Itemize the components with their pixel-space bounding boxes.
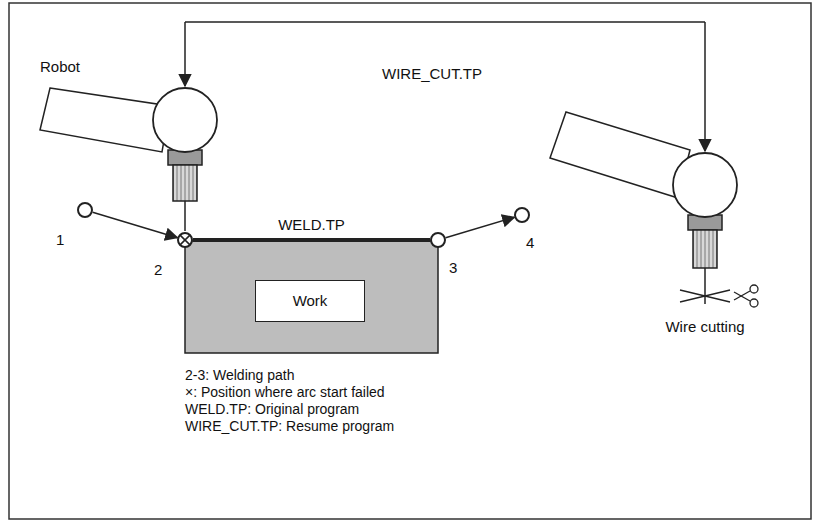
welding-wire bbox=[704, 268, 706, 304]
path-point: 4 bbox=[514, 207, 530, 223]
robot-arm bbox=[40, 88, 170, 152]
box-label: Work bbox=[293, 292, 328, 310]
part-label: WIRE_CUT.TP bbox=[382, 65, 482, 83]
point-marker bbox=[177, 232, 193, 248]
scissors-symbol bbox=[734, 291, 750, 300]
callout-number: 3 bbox=[449, 259, 457, 277]
robot-arm bbox=[550, 112, 690, 198]
point-circle bbox=[78, 203, 92, 217]
path-point: 3 bbox=[430, 232, 446, 248]
welding-torch bbox=[693, 230, 717, 268]
scissors-symbol bbox=[750, 299, 758, 307]
transfer-line bbox=[704, 22, 706, 151]
frame bbox=[9, 3, 811, 519]
work-box: Work bbox=[255, 280, 365, 322]
note-text: ×: Position where arc start failed bbox=[185, 384, 385, 401]
point-circle bbox=[178, 233, 192, 247]
callout-number: 4 bbox=[526, 234, 534, 252]
point-marker bbox=[514, 207, 530, 223]
point-marker bbox=[430, 232, 446, 248]
callout-number: 2 bbox=[154, 261, 162, 279]
part-label: Wire cutting bbox=[665, 318, 744, 336]
robot-joint bbox=[673, 153, 737, 217]
cut-mark bbox=[680, 290, 730, 302]
welding-wire bbox=[184, 201, 186, 231]
point-circle bbox=[431, 233, 445, 247]
cut-mark bbox=[680, 290, 730, 302]
robot-joint bbox=[153, 88, 217, 152]
note-text: 2-3: Welding path bbox=[185, 367, 294, 384]
approach-arrow bbox=[446, 217, 515, 237]
welding-path bbox=[193, 238, 430, 242]
fail-mark bbox=[180, 235, 190, 245]
point-marker bbox=[77, 202, 93, 218]
scissors-symbol bbox=[734, 292, 750, 301]
work-piece bbox=[185, 241, 438, 353]
scissors-symbol bbox=[750, 285, 758, 293]
callout-number: 1 bbox=[56, 231, 64, 249]
approach-arrow bbox=[93, 212, 178, 237]
point-circle bbox=[515, 208, 529, 222]
note-text: WELD.TP: Original program bbox=[185, 401, 359, 418]
note-text: WIRE_CUT.TP: Resume program bbox=[185, 418, 394, 435]
fail-mark bbox=[180, 235, 190, 245]
path-point: 1 bbox=[77, 202, 93, 218]
path-point: 2 bbox=[177, 232, 193, 248]
program-label: WELD.TP bbox=[276, 216, 347, 234]
welding-torch bbox=[173, 165, 197, 201]
part-label: Robot bbox=[40, 58, 80, 76]
transfer-line bbox=[185, 21, 705, 23]
transfer-line bbox=[184, 22, 186, 86]
